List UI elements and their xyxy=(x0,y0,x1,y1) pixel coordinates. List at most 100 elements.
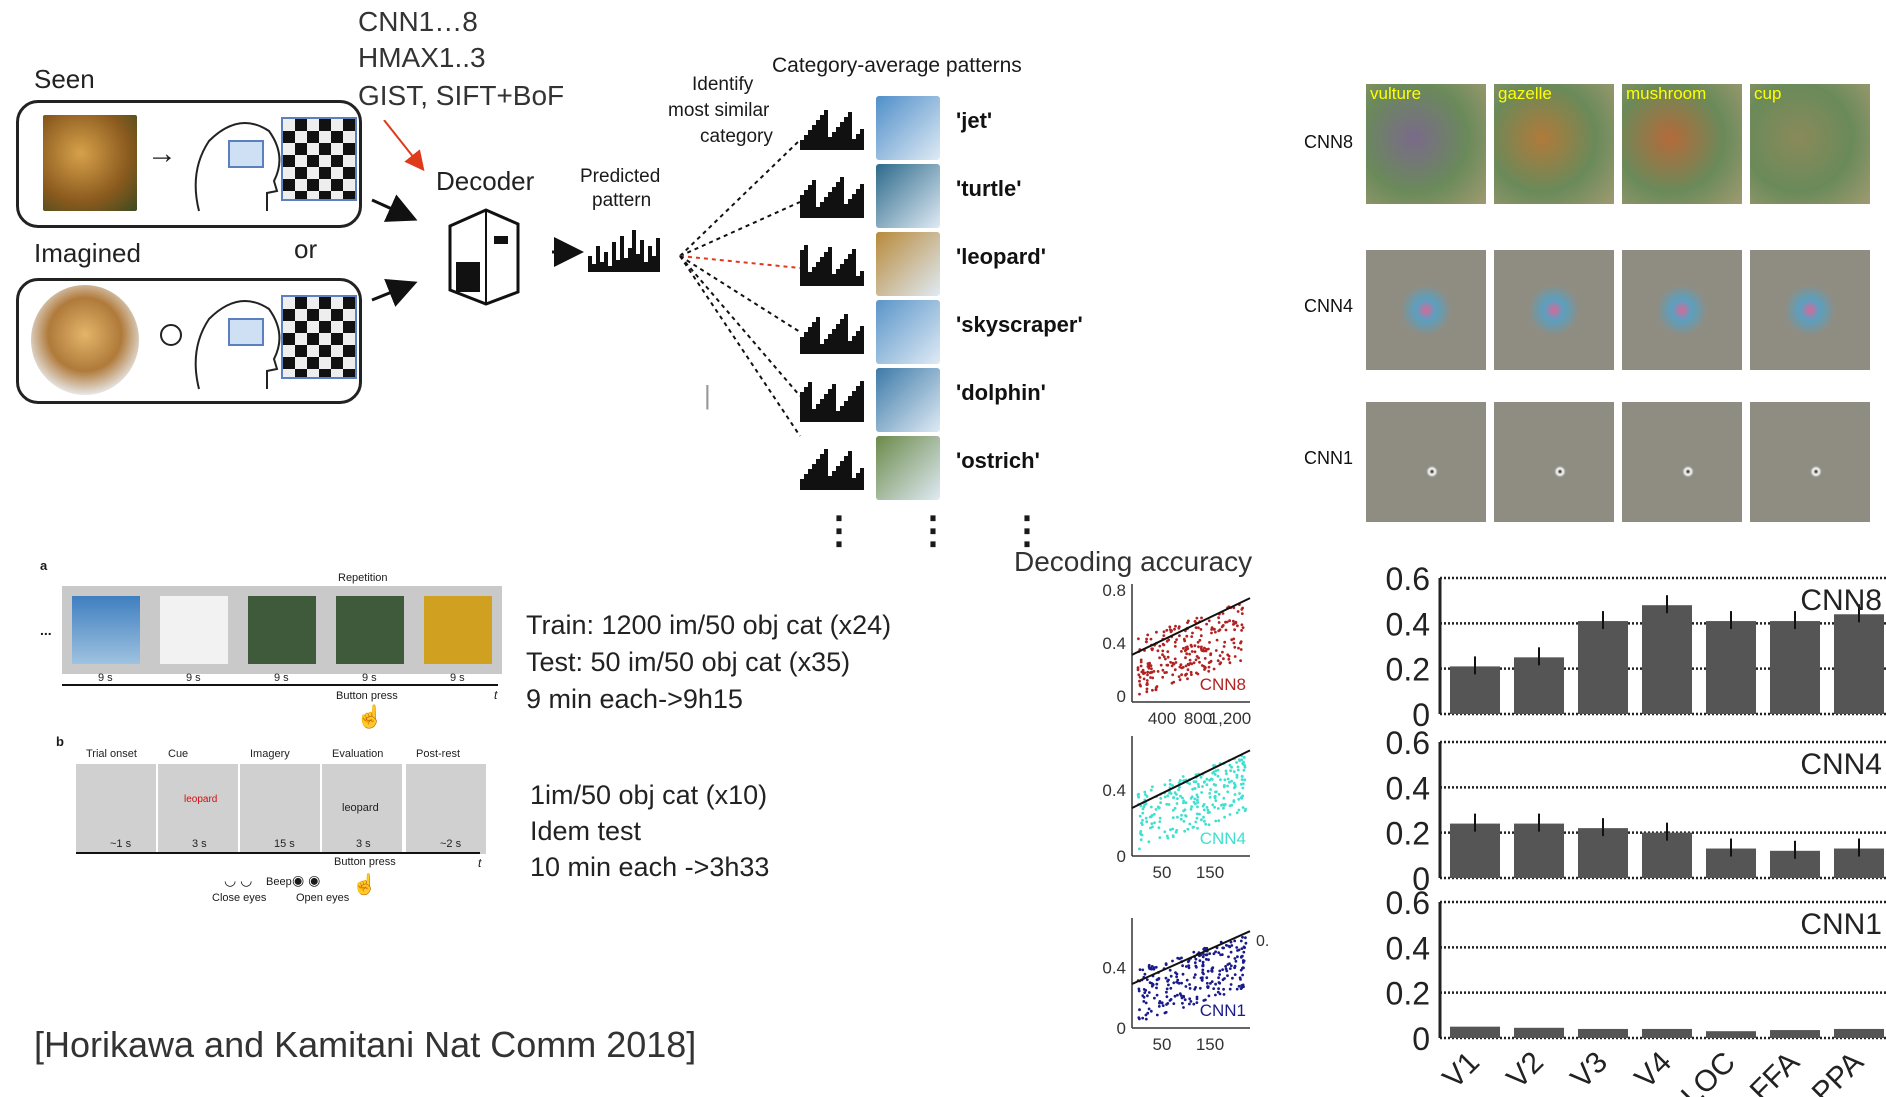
scatter-point xyxy=(1234,620,1238,624)
scatter-point xyxy=(1190,645,1193,648)
scatter-point xyxy=(1188,782,1191,786)
scatter-point xyxy=(1180,650,1183,653)
scatter-point xyxy=(1230,765,1233,769)
scatter-point xyxy=(1214,630,1217,634)
scatter-point xyxy=(1137,637,1140,641)
scatter-point xyxy=(1203,819,1206,823)
scatter-point xyxy=(1179,794,1182,798)
close-eyes-label: Close eyes xyxy=(212,892,267,904)
scatter-point xyxy=(1222,993,1226,996)
scatter-point xyxy=(1196,826,1199,830)
scatter-point xyxy=(1188,822,1192,826)
bar-y-tick: 0.6 xyxy=(1386,561,1430,597)
stimulus-image xyxy=(326,586,414,674)
scatter-point xyxy=(1193,620,1197,623)
scatter-point xyxy=(1168,968,1172,972)
bar xyxy=(1450,1026,1500,1038)
scatter-point xyxy=(1145,795,1149,798)
train-text-3: 9 min each->9h15 xyxy=(526,684,743,714)
scatter-point xyxy=(1235,773,1239,777)
bar xyxy=(1770,621,1820,714)
scatter-point xyxy=(1206,808,1210,812)
scatter-point xyxy=(1242,756,1246,759)
scatter-point xyxy=(1208,778,1211,782)
scatter-point xyxy=(1169,974,1173,978)
scatter-point xyxy=(1179,817,1183,821)
scatter-point xyxy=(1194,802,1197,806)
scatter-point xyxy=(1146,662,1150,666)
bar-y-tick: 0 xyxy=(1412,697,1430,733)
scatter-point xyxy=(1173,627,1176,631)
timeline-a-t: t xyxy=(494,688,498,702)
scatter-point xyxy=(1188,1002,1191,1006)
scatter-point xyxy=(1219,661,1223,665)
scatter-point xyxy=(1205,783,1209,787)
gallery-image xyxy=(1366,84,1486,204)
scatter-y-tick: 0 xyxy=(1117,687,1126,706)
scatter-point xyxy=(1210,628,1213,631)
bar xyxy=(1578,828,1628,878)
category-average-label: Category-average patterns xyxy=(772,54,1022,77)
scatter-extra-label: 0. xyxy=(1256,933,1269,950)
scatter-point xyxy=(1188,983,1191,986)
scatter-point xyxy=(1181,665,1185,669)
scatter-point xyxy=(1210,969,1214,972)
bar xyxy=(1642,1028,1692,1038)
scatter-point xyxy=(1228,962,1231,965)
scatter-point xyxy=(1144,640,1148,644)
scatter-point xyxy=(1230,638,1234,642)
phase-screen xyxy=(406,764,486,854)
computer-icon xyxy=(448,208,520,306)
scatter-point xyxy=(1158,1001,1161,1005)
scatter-point xyxy=(1206,986,1210,989)
scatter-point xyxy=(1186,827,1190,831)
scatter-point xyxy=(1154,688,1158,691)
scatter-point xyxy=(1165,995,1169,999)
scatter-point xyxy=(1200,645,1203,649)
scatter-point xyxy=(1240,774,1244,778)
scatter-point xyxy=(1162,630,1166,634)
scatter-point xyxy=(1189,807,1193,811)
scatter-point xyxy=(1184,673,1188,676)
scatter-point xyxy=(1196,798,1199,802)
scatter-point xyxy=(1175,980,1179,984)
scatter-point xyxy=(1216,659,1220,663)
scatter-point xyxy=(1183,649,1187,653)
scatter-point xyxy=(1146,1011,1150,1015)
scatter-point xyxy=(1226,974,1229,977)
scatter-point xyxy=(1178,634,1181,638)
scatter-point xyxy=(1165,802,1169,806)
bar-y-tick: 0.4 xyxy=(1386,930,1430,966)
scatter-point xyxy=(1219,778,1222,781)
scatter-point xyxy=(1146,665,1150,668)
evaluation-word: leopard xyxy=(342,802,379,814)
stimulus-image xyxy=(414,586,502,674)
scatter-point xyxy=(1224,769,1228,773)
scatter-point xyxy=(1176,978,1180,982)
scatter-point xyxy=(1158,820,1162,823)
scatter-point xyxy=(1163,795,1167,799)
scatter-point xyxy=(1223,640,1227,644)
scatter-point xyxy=(1170,629,1173,633)
scatter-point xyxy=(1196,782,1200,786)
category-label: 'dolphin' xyxy=(956,380,1046,405)
open-eyes-label: Open eyes xyxy=(296,892,350,904)
stimulus-duration: 9 s xyxy=(98,672,113,684)
category-image xyxy=(876,436,940,500)
scatter-point xyxy=(1232,781,1236,785)
scatter-point xyxy=(1213,773,1217,776)
scatter-point xyxy=(1195,793,1199,797)
scatter-point xyxy=(1150,967,1154,971)
scatter-point xyxy=(1138,814,1142,818)
scatter-point xyxy=(1217,987,1220,990)
scatter-series-label: CNN4 xyxy=(1200,829,1246,848)
scatter-point xyxy=(1199,775,1203,779)
scatter-point xyxy=(1197,626,1200,630)
scatter-point xyxy=(1144,793,1147,796)
scatter-y-tick: 0.4 xyxy=(1102,959,1126,978)
scatter-point xyxy=(1147,991,1151,994)
scatter-point xyxy=(1152,812,1156,816)
scatter-point xyxy=(1177,781,1181,785)
category-pattern-histogram xyxy=(800,449,864,490)
